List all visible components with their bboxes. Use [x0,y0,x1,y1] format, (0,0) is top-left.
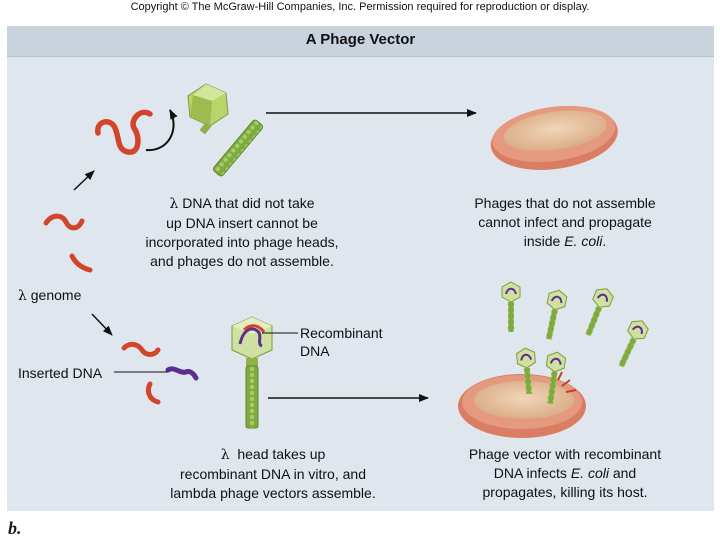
caption-bottom-right: Phage vector with recombinant DNA infect… [468,446,662,500]
infected-ecoli-cell [458,371,586,438]
lambda-dna-squiggle [95,109,153,155]
inserted-dna-label: Inserted DNA [18,365,103,381]
recombinant-phage [231,316,273,429]
copyright-notice: Copyright © The McGraw-Hill Companies, I… [130,1,590,13]
lambda-genome-label: λ genome [18,287,82,304]
figure-panel [7,26,714,511]
panel-letter: b. [8,518,22,538]
recombinant-dna-label: Recombinant DNA [300,325,383,359]
empty-phage-head [187,83,229,135]
uninfected-ecoli-cell [490,105,618,170]
curved-assembly-arrow [145,109,178,152]
caption-bottom-left: λ head takes up recombinant DNA in vitro… [170,446,376,501]
progeny-phages [501,281,649,405]
figure-title: A Phage Vector [305,31,416,48]
arrow-to-top-branch [73,170,95,191]
caption-top-right: Phages that do not assemble cannot infec… [474,195,656,249]
recombinant-fragments [121,341,199,405]
arrow-to-bottom-branch [91,313,113,336]
lambda-genome-fragments [43,213,93,273]
title-bar [7,26,714,57]
caption-top-left: λ DNA that did not take up DNA insert ca… [145,195,339,269]
detached-phage-tail [212,119,264,177]
